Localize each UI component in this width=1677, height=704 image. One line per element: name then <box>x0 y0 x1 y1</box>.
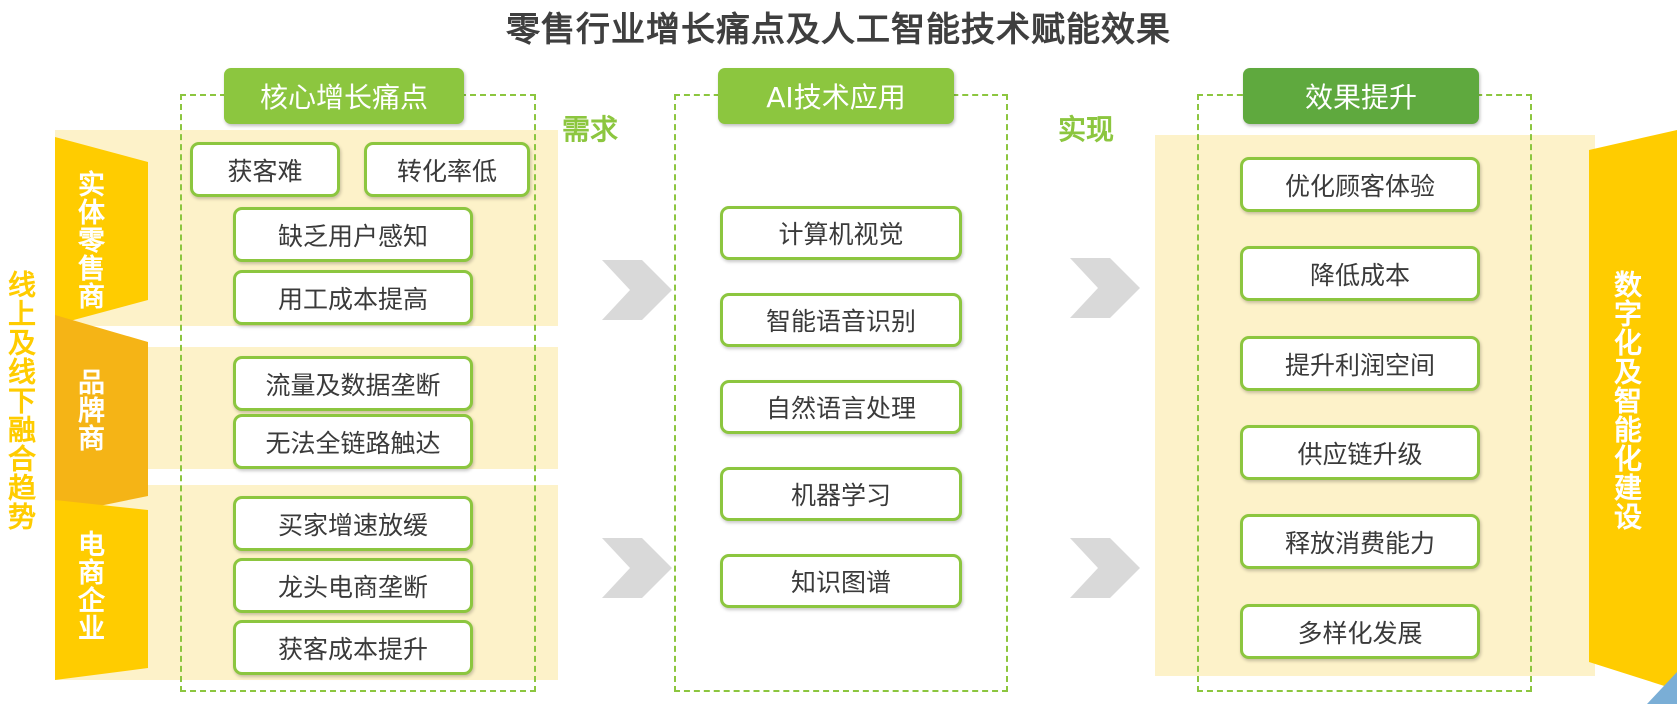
chevron-right-icon <box>602 260 672 320</box>
ai-tech-item: 智能语音识别 <box>720 293 962 347</box>
effect-item: 供应链升级 <box>1240 425 1480 480</box>
goal-shape <box>1589 130 1677 690</box>
ai-tech-item: 机器学习 <box>720 467 962 521</box>
ai-tech-item: 知识图谱 <box>720 554 962 608</box>
section-label-brand: 品牌商 <box>73 368 104 452</box>
section-shape-brand <box>55 315 148 515</box>
pain-point-item: 转化率低 <box>364 142 530 197</box>
ai-tech-item: 计算机视觉 <box>720 206 962 260</box>
chevron-right-icon <box>1070 258 1140 318</box>
pain-point-item: 用工成本提高 <box>233 270 473 325</box>
goal-banner <box>1589 130 1677 704</box>
page-title: 零售行业增长痛点及人工智能技术赋能效果 <box>506 10 1171 50</box>
pain-points-header: 核心增长痛点 <box>224 68 464 124</box>
section-shape-retail <box>55 137 148 325</box>
goal-corner <box>1647 672 1677 704</box>
effect-item: 提升利润空间 <box>1240 336 1480 391</box>
pain-point-item: 买家增速放缓 <box>233 496 473 551</box>
effect-item: 降低成本 <box>1240 246 1480 301</box>
pain-point-item: 流量及数据垄断 <box>233 356 473 411</box>
right-goal-label: 数字化及智能化建设 <box>1610 270 1643 531</box>
ai-tech-item: 自然语言处理 <box>720 380 962 434</box>
chevron-right-icon <box>602 538 672 598</box>
realize-label: 实现 <box>1058 113 1115 146</box>
pain-point-item: 获客成本提升 <box>233 620 473 675</box>
section-label-ecommerce: 电商企业 <box>73 530 104 642</box>
section-sidebars <box>55 137 148 680</box>
pain-point-item: 获客难 <box>190 142 340 197</box>
pain-point-item: 缺乏用户感知 <box>233 207 473 262</box>
section-label-retail: 实体零售商 <box>73 170 104 310</box>
ai-tech-header: AI技术应用 <box>718 68 954 124</box>
effect-item: 优化顾客体验 <box>1240 157 1480 212</box>
band-effects <box>1155 135 1595 676</box>
chevron-right-icon <box>1070 538 1140 598</box>
demand-label: 需求 <box>562 113 619 146</box>
effect-item: 多样化发展 <box>1240 604 1480 659</box>
pain-point-item: 龙头电商垄断 <box>233 558 473 613</box>
section-shape-ecommerce <box>55 500 148 680</box>
pain-point-item: 无法全链路触达 <box>233 414 473 469</box>
effect-item: 释放消费能力 <box>1240 514 1480 569</box>
left-trend-label: 线上及线下融合趋势 <box>4 270 37 531</box>
effects-header: 效果提升 <box>1243 68 1479 124</box>
